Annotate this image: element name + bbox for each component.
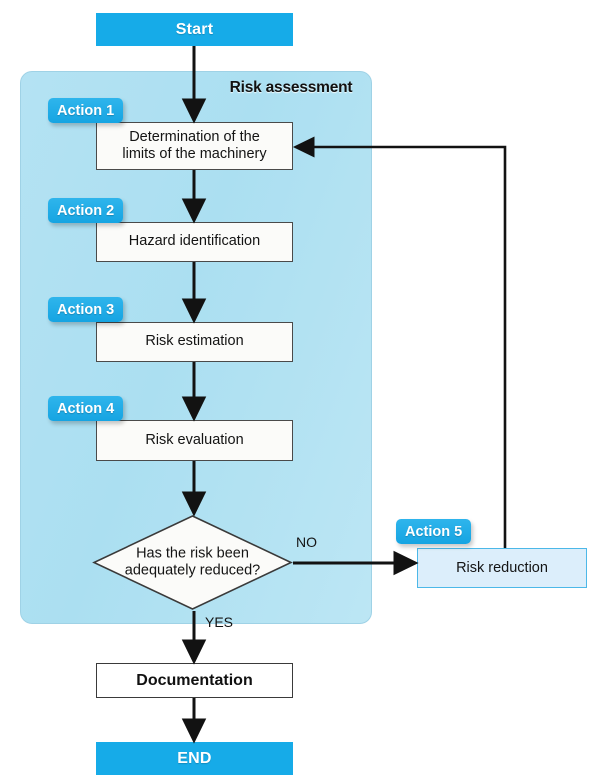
step-risk-estimation[interactable]: Risk estimation xyxy=(96,322,293,362)
step-hazard-identification[interactable]: Hazard identification xyxy=(96,222,293,262)
branch-label-yes: YES xyxy=(205,614,234,630)
action-5-badge: Action 5 xyxy=(396,519,472,544)
risk-reduction-node[interactable]: Risk reduction xyxy=(417,548,587,588)
action-2-badge: Action 2 xyxy=(48,198,124,223)
decision-diamond-shape xyxy=(92,515,293,610)
action-1-badge: Action 1 xyxy=(48,98,124,123)
step-determination-of-limits[interactable]: Determination of the limits of the machi… xyxy=(96,122,293,170)
step-risk-evaluation[interactable]: Risk evaluation xyxy=(96,420,293,461)
start-node[interactable]: Start xyxy=(96,13,293,46)
decision-node[interactable]: Has the risk been adequately reduced? xyxy=(92,514,293,611)
step-1-label: Determination of the limits of the machi… xyxy=(122,129,266,163)
end-node[interactable]: END xyxy=(96,742,293,775)
step-1-label-line-2: limits of the machinery xyxy=(122,146,267,162)
step-1-label-line-1: Determination of the xyxy=(129,128,260,145)
action-3-badge: Action 3 xyxy=(48,297,124,322)
documentation-node[interactable]: Documentation xyxy=(96,663,293,698)
action-4-badge: Action 4 xyxy=(48,396,124,421)
risk-assessment-title: Risk assessment xyxy=(229,79,353,96)
branch-label-no: NO xyxy=(296,534,317,550)
